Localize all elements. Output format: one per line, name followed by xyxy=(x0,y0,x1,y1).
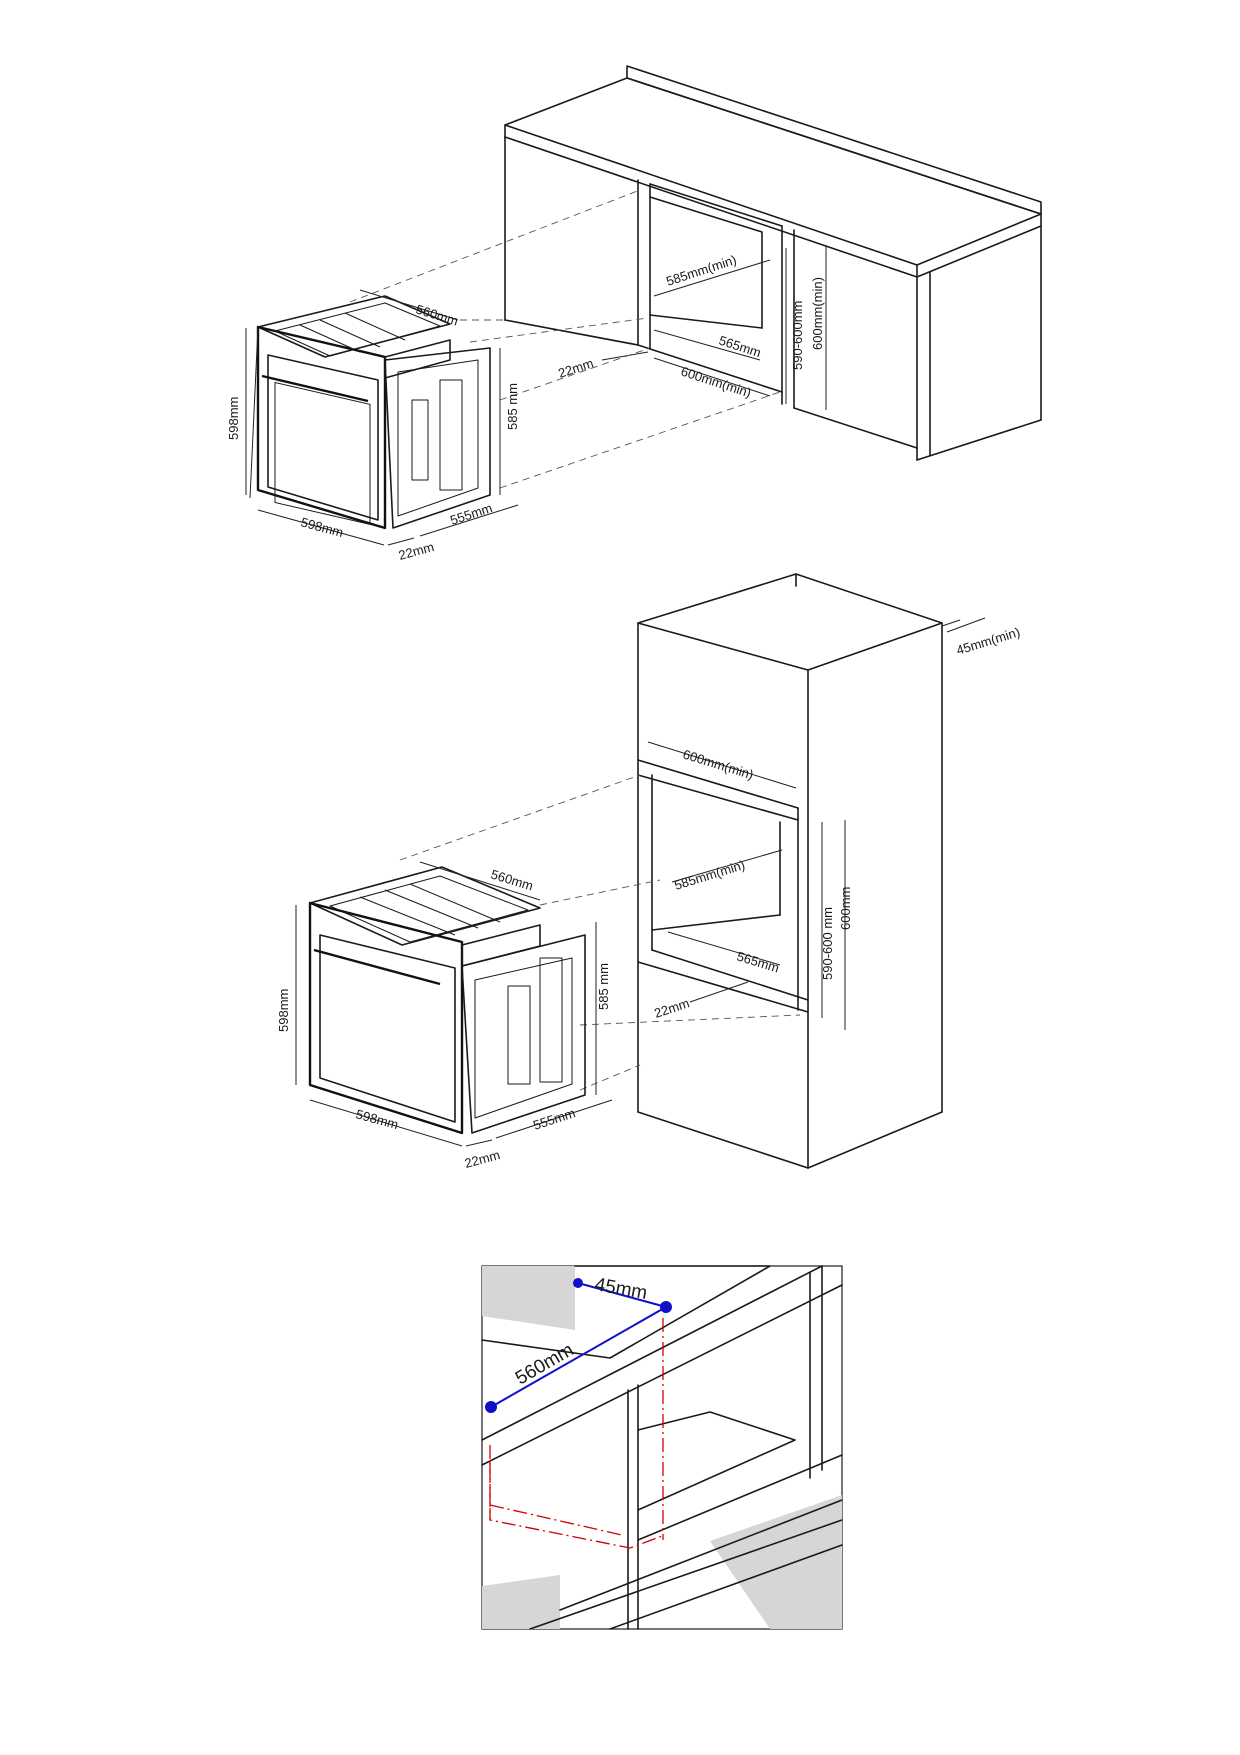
label-niche-height-range: 590-600mm xyxy=(790,301,805,370)
label-oven-body-depth-mid: 555mm xyxy=(531,1105,577,1133)
label-oven-height-mid: 598mm xyxy=(276,989,291,1032)
shade-top-left xyxy=(482,1266,575,1330)
shade-bottom-right xyxy=(710,1495,842,1629)
shade-bottom-left xyxy=(482,1575,560,1629)
label-oven-front-mid: 22mm xyxy=(463,1147,502,1171)
label-cabinet-gap: 22mm xyxy=(556,355,595,380)
oven-middle xyxy=(295,861,613,1147)
diagram-middle-column: 598mm 598mm 22mm 555mm 585 mm 560mm 22mm… xyxy=(276,573,1022,1171)
tall-cabinet xyxy=(637,573,943,1169)
tall-cabinet-dimensions xyxy=(647,617,986,1030)
labels-middle: 598mm 598mm 22mm 555mm 585 mm 560mm 22mm… xyxy=(276,624,1022,1171)
label-oven-front: 22mm xyxy=(397,539,436,563)
label-niche-width-bottom: 600mm(min) xyxy=(679,364,753,401)
diagram-bottom-cutout-detail: 560mm 45mm xyxy=(481,1265,843,1630)
label-niche-width-top-mid: 585mm(min) xyxy=(672,857,746,893)
label-oven-width: 598mm xyxy=(299,514,345,540)
label-niche-height-mid: 600mm xyxy=(838,887,853,930)
label-back-clearance: 45mm(min) xyxy=(954,624,1021,658)
label-niche-width-top: 585mm(min) xyxy=(664,252,738,289)
diagram-top-under-counter: 598mm 598mm 22mm 555mm 585 mm 560mm 22mm… xyxy=(226,65,1042,563)
label-niche-height-min: 600mm(min) xyxy=(810,277,825,350)
cabinet-top-dimensions xyxy=(601,245,827,410)
label-niche-height-range-mid: 590-600 mm xyxy=(820,907,835,980)
measure-point-front xyxy=(485,1401,497,1413)
projection-lines-middle xyxy=(399,774,801,1091)
projection-lines-top xyxy=(349,189,781,489)
oven-top xyxy=(245,289,519,546)
labels-top: 598mm 598mm 22mm 555mm 585 mm 560mm 22mm… xyxy=(226,252,825,563)
label-oven-body-height: 585 mm xyxy=(505,383,520,430)
label-oven-body-depth: 555mm xyxy=(448,500,494,528)
measure-point-back xyxy=(660,1301,672,1313)
label-niche-width-mid: 565mm xyxy=(717,333,763,361)
label-niche-width-mid-mid: 565mm xyxy=(735,949,781,976)
measure-point-wall xyxy=(573,1278,583,1288)
label-oven-height: 598mm xyxy=(226,397,241,440)
label-cabinet-gap-mid: 22mm xyxy=(652,995,691,1020)
label-oven-body-height-mid: 585 mm xyxy=(596,963,611,1010)
cabinet-top xyxy=(504,65,1042,461)
